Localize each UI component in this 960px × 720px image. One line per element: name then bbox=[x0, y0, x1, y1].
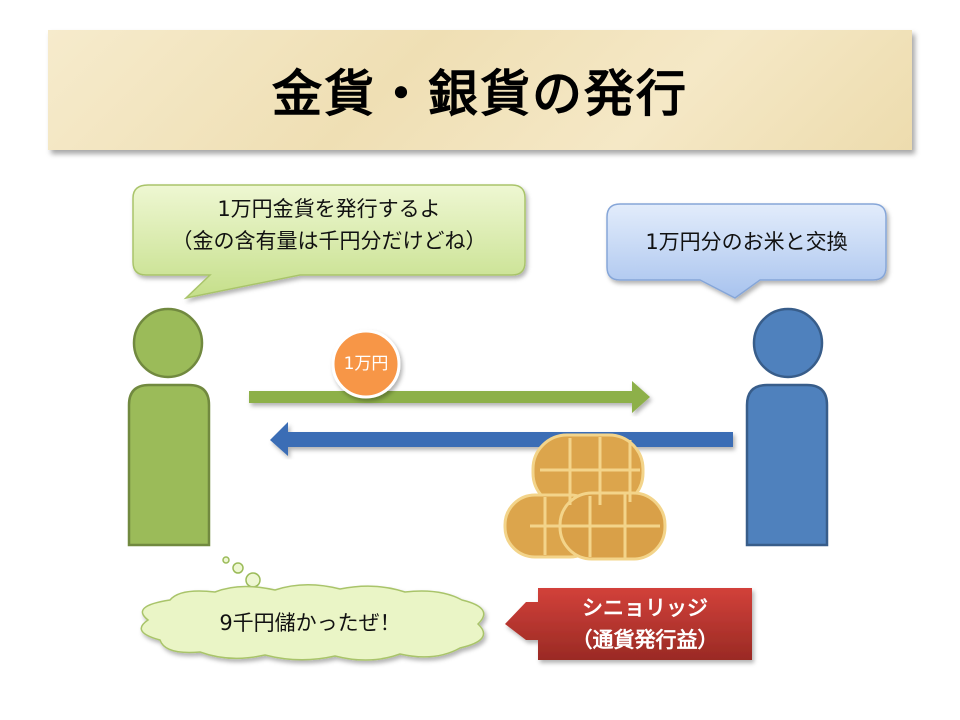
callout-line1: シニョリッジ bbox=[582, 596, 708, 620]
rice-bales-icon bbox=[503, 433, 667, 561]
rice-transfer-arrow bbox=[270, 422, 733, 456]
seigniorage-callout bbox=[505, 588, 752, 660]
right-speech-text: 1万円分のお米と交換 bbox=[645, 230, 848, 254]
callout-line2: （通貨発行益） bbox=[571, 628, 719, 652]
thought-text: 9千円儲かったぜ！ bbox=[219, 611, 401, 635]
slide-title: 金貨・銀貨の発行 bbox=[272, 65, 688, 123]
left-speech-bubble bbox=[132, 184, 526, 300]
left-speech-line2: （金の含有量は千円分だけどね） bbox=[171, 229, 487, 253]
callout-text: シニョリッジ （通貨発行益） bbox=[538, 592, 752, 656]
coin-transfer-arrow bbox=[249, 381, 650, 413]
coin-icon bbox=[331, 329, 401, 399]
left-speech-text: 1万円金貨を発行するよ （金の含有量は千円分だけどね） bbox=[133, 193, 525, 257]
issuer-person bbox=[127, 307, 211, 547]
thought-trail bbox=[222, 556, 261, 588]
merchant-person bbox=[745, 307, 829, 547]
title-banner: 金貨・銀貨の発行 bbox=[48, 30, 912, 150]
left-speech-line1: 1万円金貨を発行するよ bbox=[217, 197, 441, 221]
right-speech-bubble bbox=[606, 203, 887, 299]
thought-cloud bbox=[140, 584, 485, 661]
coin-label: 1万円 bbox=[343, 354, 389, 374]
